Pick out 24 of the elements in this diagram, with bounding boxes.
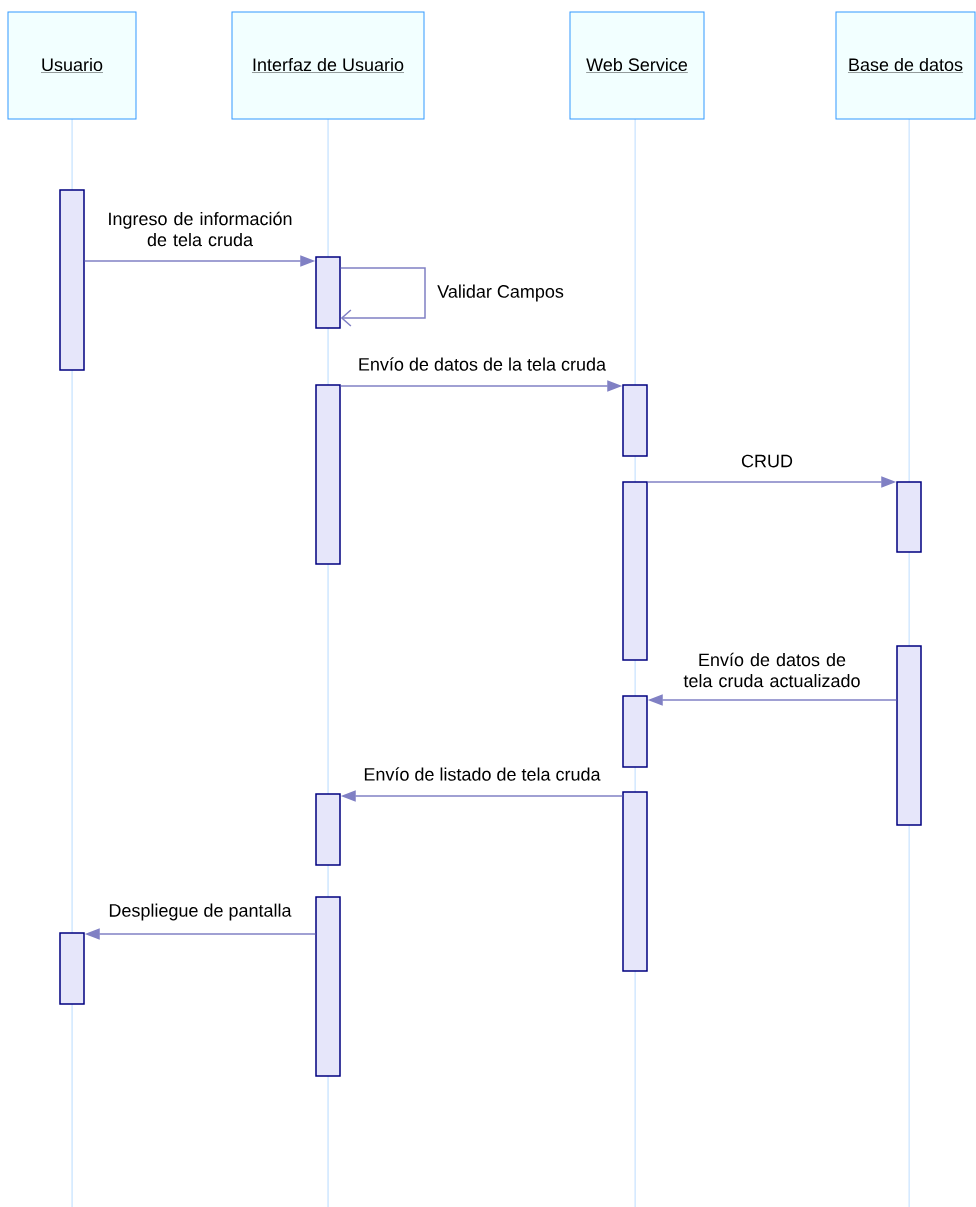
activation-bar	[315, 793, 341, 866]
activation-bar	[59, 189, 85, 371]
activation-bar	[622, 791, 648, 972]
lifeline-head-box: Base de datos	[835, 11, 976, 120]
activation-bar	[59, 932, 85, 1005]
activation-bar	[315, 384, 341, 565]
message-label: Despliegue de pantalla	[109, 903, 292, 921]
message-label: Envío de datos de tela cruda actualizado	[683, 652, 860, 688]
lifeline-head-box: Usuario	[7, 11, 137, 120]
message-arrow	[340, 267, 426, 327]
message-label: Envío de datos de la tela cruda	[359, 357, 606, 371]
message-label: Envío de listado de tela cruda	[364, 767, 601, 781]
activation-bar	[622, 481, 648, 661]
activation-bar	[896, 481, 922, 553]
lifeline-head-box: Interfaz de Usuario	[231, 11, 425, 120]
activation-bar	[315, 896, 341, 1077]
message-label: CRUD	[741, 454, 793, 468]
activation-bar	[896, 645, 922, 826]
activation-bar	[622, 384, 648, 457]
message-label: Validar Campos	[437, 284, 564, 302]
activation-bar	[622, 695, 648, 768]
message-label: Ingreso de información de tela cruda	[109, 211, 292, 247]
lifeline-head-box: Web Service	[569, 11, 705, 120]
activation-bar	[315, 256, 341, 329]
